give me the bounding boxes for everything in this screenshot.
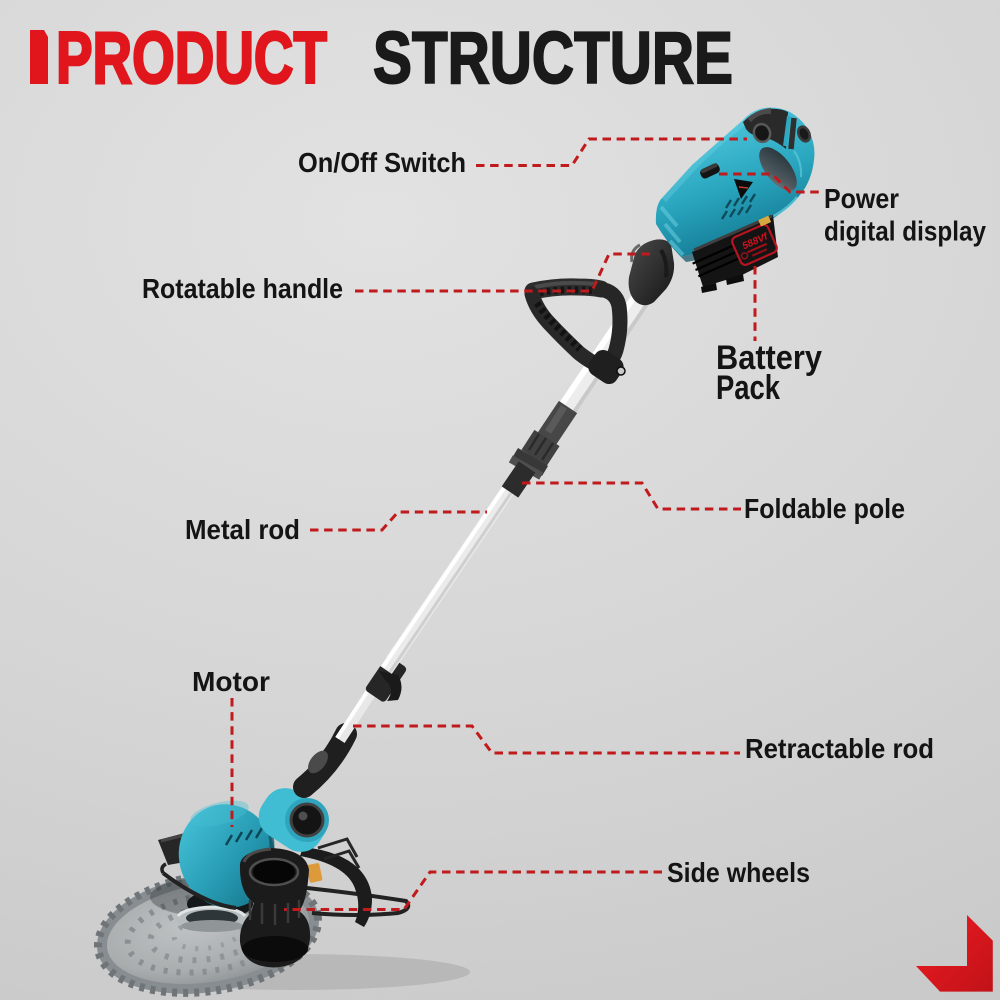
svg-text:Foldable pole: Foldable pole: [744, 493, 905, 524]
svg-text:Battery: Battery: [716, 339, 822, 377]
svg-text:On/Off Switch: On/Off Switch: [298, 147, 466, 178]
svg-text:digital display: digital display: [824, 216, 986, 247]
svg-text:Rotatable handle: Rotatable handle: [142, 273, 343, 304]
svg-text:Power: Power: [824, 183, 899, 214]
svg-text:Pack: Pack: [716, 369, 780, 407]
svg-text:Side wheels: Side wheels: [667, 857, 810, 888]
svg-text:Retractable rod: Retractable rod: [745, 733, 934, 764]
svg-text:Metal rod: Metal rod: [185, 514, 300, 545]
svg-text:STRUCTURE: STRUCTURE: [373, 18, 733, 99]
svg-text:PRODUCT: PRODUCT: [56, 18, 327, 99]
svg-text:Motor: Motor: [192, 666, 270, 697]
